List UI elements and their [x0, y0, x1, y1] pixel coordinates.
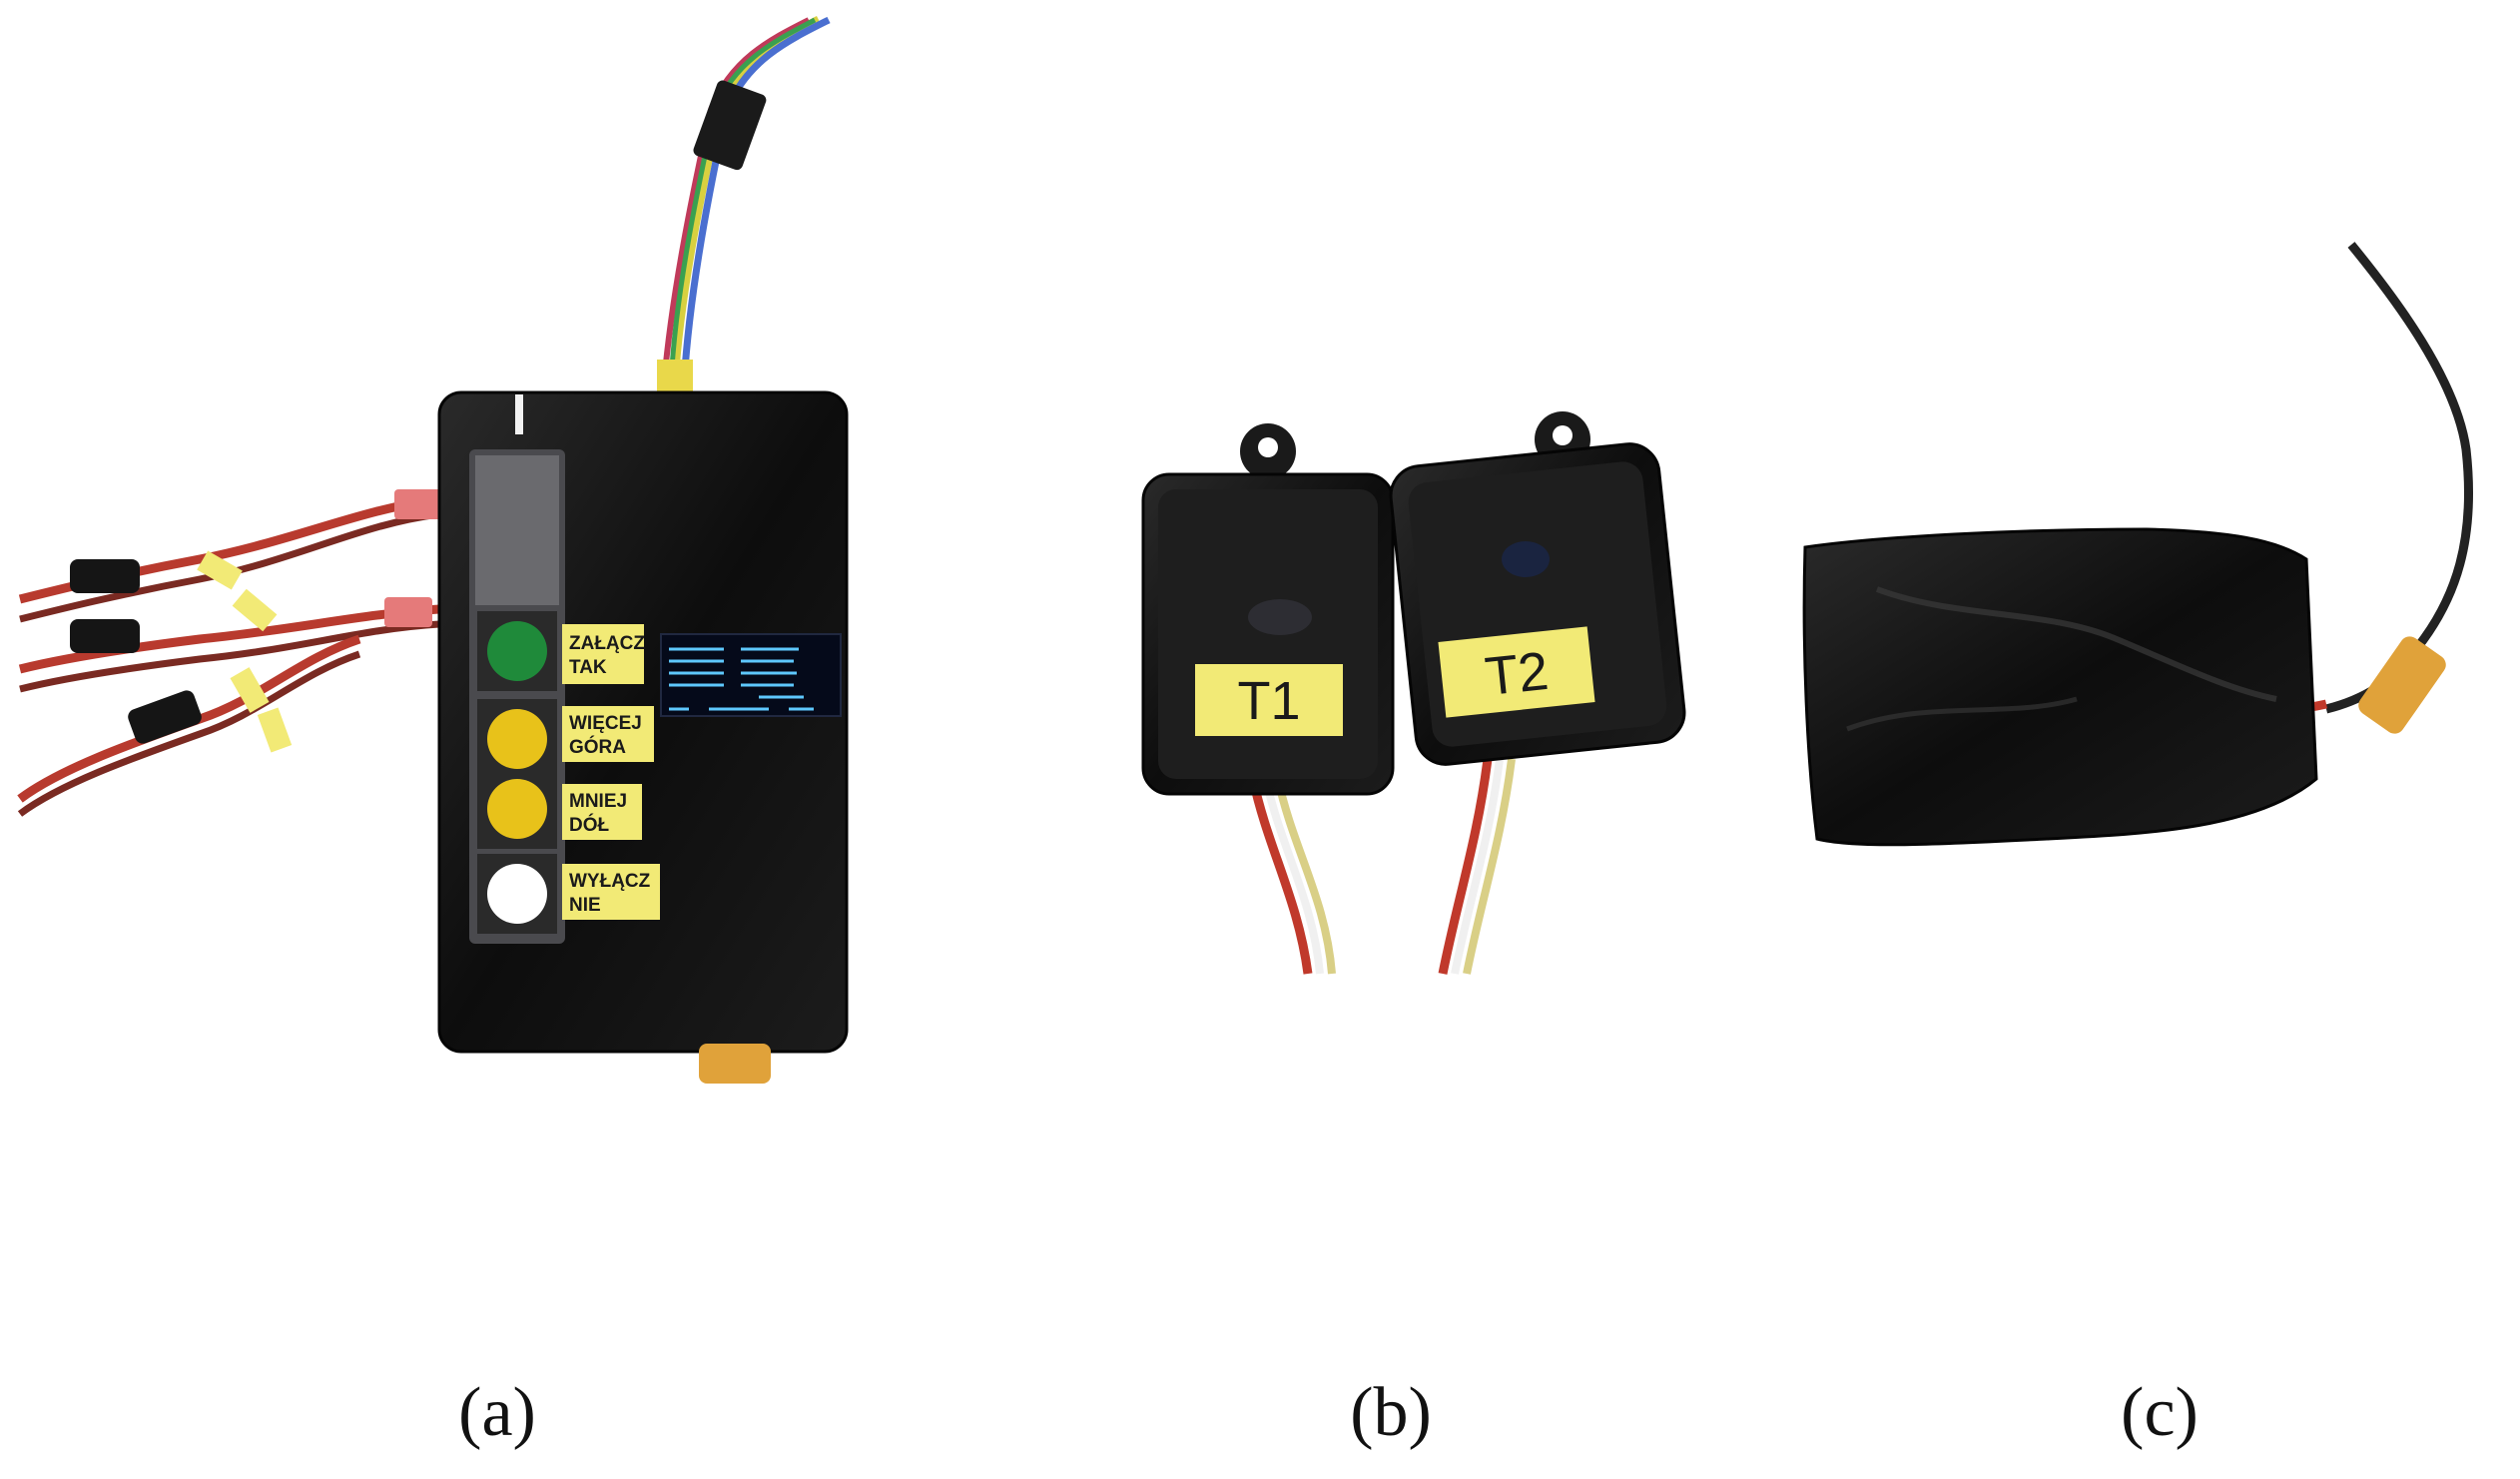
white-button-icon [487, 864, 547, 924]
svg-text:T1: T1 [1237, 671, 1300, 731]
panel-b-sensors: T1 T2 [1141, 411, 1686, 975]
button-label-0: ZAŁĄCZ TAK [562, 624, 645, 684]
panel-c-battery [1802, 242, 2473, 847]
battery-pack [1802, 527, 2318, 847]
green-button-icon [487, 621, 547, 681]
controller-button-0[interactable] [477, 611, 557, 691]
svg-text:ZAŁĄCZ: ZAŁĄCZ [569, 633, 645, 654]
button-label-2: MNIEJ DÓŁ [562, 784, 642, 840]
caption-c: (c) [2121, 1374, 2199, 1451]
controller-button-2[interactable] [477, 769, 557, 849]
svg-text:MNIEJ: MNIEJ [569, 791, 627, 812]
svg-text:T2: T2 [1483, 641, 1552, 707]
caption-a: (a) [458, 1374, 536, 1451]
controller-button-1[interactable] [477, 699, 557, 779]
button-label-3: WYŁĄCZ NIE [562, 864, 660, 920]
svg-text:NIE: NIE [569, 895, 601, 916]
battery-cable [2324, 242, 2473, 714]
left-cables [17, 489, 442, 817]
svg-text:WYŁĄCZ: WYŁĄCZ [569, 871, 651, 892]
yellow-button-icon [487, 779, 547, 839]
svg-text:GÓRA: GÓRA [569, 736, 626, 758]
svg-text:WIĘCEJ: WIĘCEJ [569, 713, 642, 734]
sensor-t2: T2 [1389, 411, 1686, 766]
svg-text:TAK: TAK [569, 657, 607, 678]
caption-b: (b) [1350, 1374, 1432, 1451]
oled-display [660, 633, 842, 717]
controller-button-3[interactable] [477, 854, 557, 934]
button-label-1: WIĘCEJ GÓRA [562, 706, 654, 762]
xt-connector [2358, 636, 2446, 734]
svg-text:DÓŁ: DÓŁ [569, 814, 610, 836]
yellow-button-icon [487, 709, 547, 769]
sensor-wires [1248, 758, 1516, 975]
sensor-t1: T1 [1141, 423, 1395, 796]
top-cable [657, 15, 831, 399]
panel-a-controller: ZAŁĄCZ TAK WIĘCEJ GÓRA MNIEJ DÓŁ WYŁĄCZ … [17, 15, 849, 1084]
